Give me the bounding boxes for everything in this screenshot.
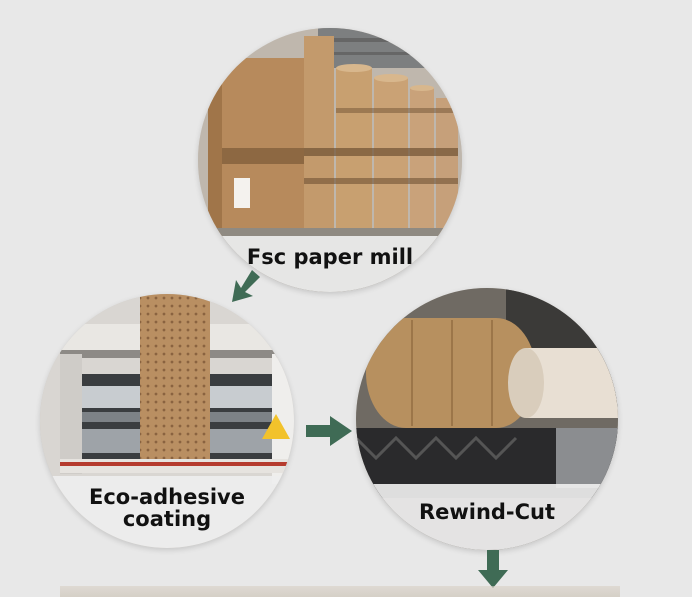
step-label-band: Eco-adhesive coating bbox=[40, 476, 294, 548]
arrow-down-icon bbox=[478, 550, 508, 588]
step-label: Fsc paper mill bbox=[246, 244, 414, 269]
paper-mill-photo bbox=[198, 28, 462, 292]
step-label-band: Fsc paper mill bbox=[198, 236, 462, 292]
arrow-down-left-icon bbox=[230, 270, 262, 304]
step-label: Rewind-Cut bbox=[418, 499, 556, 524]
next-step-preview bbox=[60, 586, 620, 597]
step-paper-mill: Fsc paper mill bbox=[198, 28, 462, 292]
arrow-right-icon bbox=[306, 414, 352, 448]
step-eco-adhesive-coating: Eco-adhesive coating bbox=[40, 294, 294, 548]
step-rewind-cut: Rewind-Cut bbox=[356, 288, 618, 550]
step-label-band: Rewind-Cut bbox=[356, 484, 618, 550]
step-label: Eco-adhesive coating bbox=[89, 484, 245, 531]
